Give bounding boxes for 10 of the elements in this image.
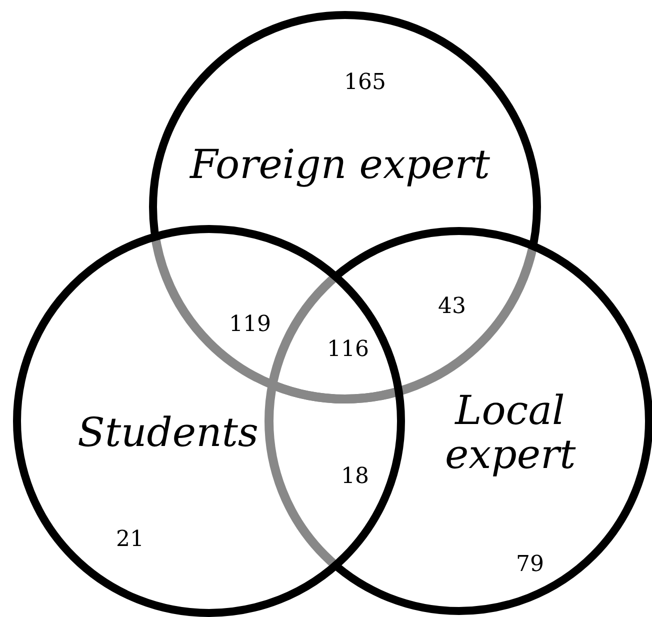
region-count: 165 (344, 71, 386, 95)
region-count: 116 (327, 338, 369, 362)
set-label: Local expert (445, 389, 575, 477)
set-label: Foreign expert (190, 143, 490, 187)
region-count: 43 (438, 295, 466, 319)
region-count: 21 (116, 528, 144, 552)
region-count: 18 (341, 465, 369, 489)
region-count: 119 (229, 313, 271, 337)
set-label: Students (78, 411, 258, 455)
region-count: 79 (516, 553, 544, 577)
